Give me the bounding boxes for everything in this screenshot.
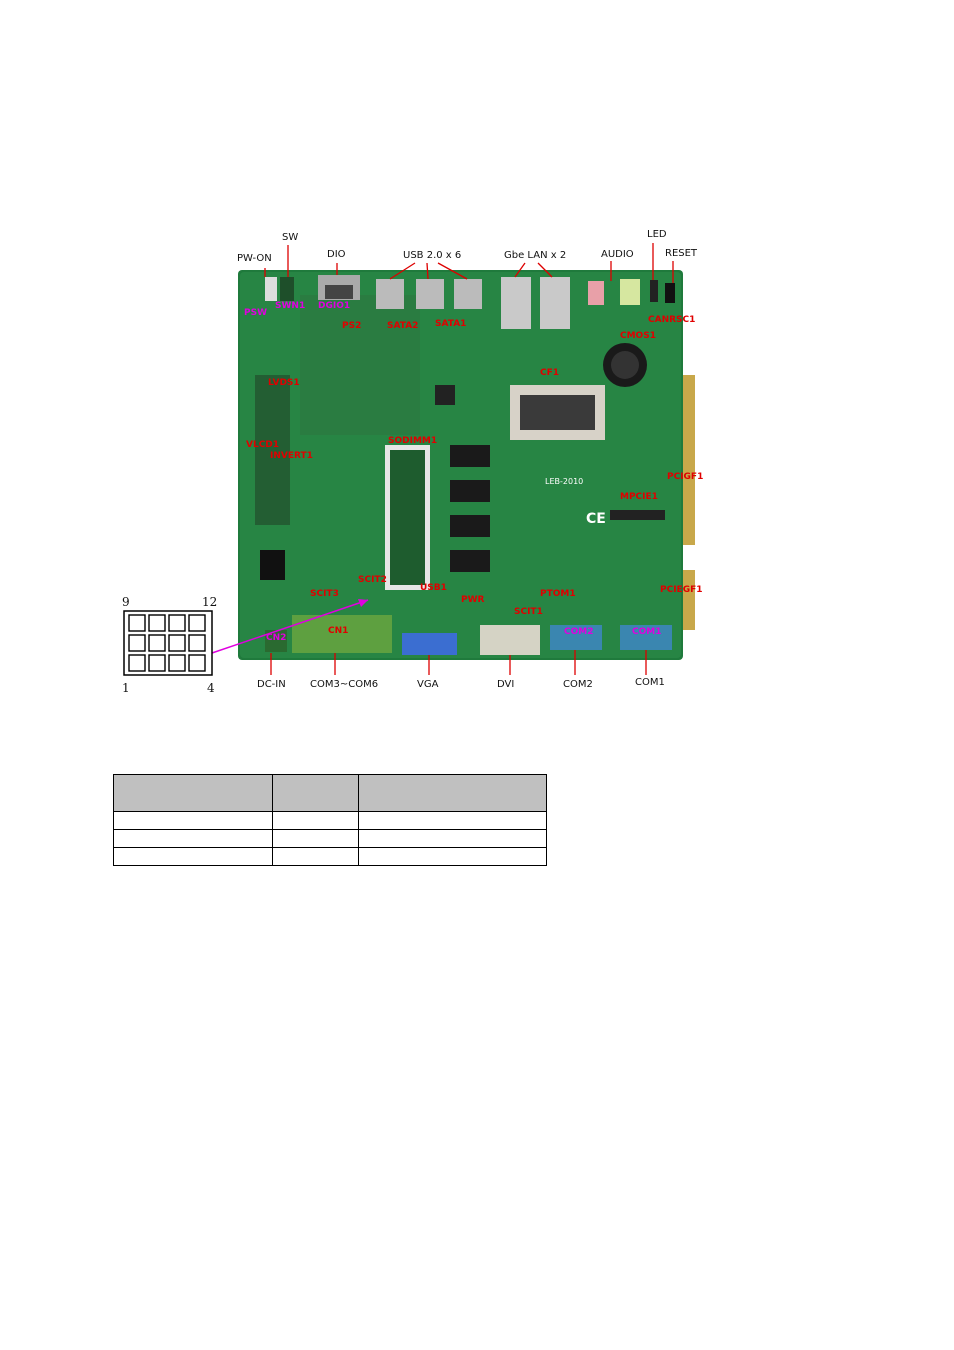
pin-number-4: 4 [207, 681, 215, 695]
label-board-model: LEB-2010 [545, 477, 584, 486]
table-cell [113, 811, 273, 830]
label-ptom1: PTOM1 [540, 589, 576, 599]
label-sata2: SATA2 [387, 321, 419, 331]
label-com1-board: COM1 [632, 627, 662, 637]
usb-port-2 [416, 279, 444, 309]
label-dio: DIO [327, 249, 346, 260]
dc-in-connector [265, 630, 287, 652]
pw-on-button [265, 277, 277, 301]
table-cell [113, 847, 273, 866]
label-swn1: SWN1 [275, 301, 306, 311]
table-cell [272, 829, 359, 848]
label-canrsc1: CANRSC1 [648, 315, 696, 325]
label-lvds1: LVDS1 [268, 378, 300, 388]
label-scit2: SCIT2 [358, 575, 387, 585]
label-com1: COM1 [635, 677, 665, 688]
lan-port-1 [501, 277, 531, 329]
label-psw: PSW [244, 308, 268, 318]
pin-number-12: 12 [202, 595, 218, 609]
label-scit1: SCIT1 [514, 607, 543, 617]
table-cell [113, 829, 273, 848]
led-connector [650, 280, 658, 302]
label-pwr: PWR [461, 595, 485, 605]
reset-connector [665, 283, 675, 303]
table-cell [358, 847, 547, 866]
audio-green-jack [620, 279, 640, 305]
label-scit3: SCIT3 [310, 589, 339, 599]
label-mpcie1: MPCIE1 [620, 492, 658, 502]
label-com2-board: COM2 [564, 627, 594, 637]
table-row [113, 811, 547, 830]
com2-connector [550, 625, 602, 650]
usb-port-3 [454, 279, 482, 309]
table-cell [358, 811, 547, 830]
pci-edge [683, 375, 695, 545]
label-audio: AUDIO [601, 249, 634, 260]
label-sw: SW [282, 232, 299, 243]
motherboard-diagram [123, 243, 695, 676]
pin-assignment-table [113, 774, 547, 866]
label-pw-on: PW-ON [237, 253, 272, 264]
label-dvi: DVI [497, 679, 515, 690]
table-header-cell [113, 774, 273, 812]
label-cn1: CN1 [328, 626, 349, 636]
label-led: LED [647, 229, 667, 240]
label-sodimm1: SODIMM1 [388, 436, 438, 446]
label-sata1: SATA1 [435, 319, 467, 329]
left-components [255, 375, 290, 525]
ce-mark: CE [586, 511, 606, 527]
label-invert1: INVERT1 [270, 451, 313, 461]
motherboard-figure: PW-ON SW DIO USB 2.0 x 6 Gbe LAN x 2 AUD… [120, 215, 715, 703]
label-usb1: USB1 [420, 583, 447, 593]
table-cell [272, 811, 359, 830]
label-dc-in: DC-IN [257, 679, 286, 690]
pin-number-9: 9 [122, 595, 130, 609]
label-vlcd1: VLCD1 [246, 440, 280, 450]
label-com3-com6: COM3~COM6 [310, 679, 379, 690]
label-pcigf1: PCIGF1 [667, 472, 704, 482]
lan-port-2 [540, 277, 570, 329]
table-header-row [113, 774, 547, 812]
label-usb: USB 2.0 x 6 [403, 250, 462, 261]
cn1-connector [292, 615, 392, 653]
label-com2: COM2 [563, 679, 593, 690]
table-cell [358, 829, 547, 848]
label-ps2: PS2 [342, 321, 362, 331]
audio-pink-jack [588, 281, 604, 305]
cn2-pointer-arrow [211, 599, 369, 654]
pin-number-1: 1 [122, 681, 130, 695]
table-cell [272, 847, 359, 866]
label-vga: VGA [417, 679, 439, 690]
vga-connector [402, 633, 457, 655]
label-lan: Gbe LAN x 2 [504, 250, 567, 261]
usb-port-1 [376, 279, 404, 309]
com1-connector [620, 625, 672, 650]
label-dgio1: DGIO1 [318, 301, 351, 311]
table-row [113, 829, 547, 848]
label-cn2: CN2 [266, 633, 287, 643]
label-pciegf1: PCIEGF1 [660, 585, 703, 595]
sw-connector [280, 277, 294, 301]
table-header-cell [272, 774, 359, 812]
label-reset: RESET [665, 248, 698, 259]
cn2-pin-grid [123, 610, 213, 676]
dvi-connector [480, 625, 540, 655]
label-cf1: CF1 [540, 368, 560, 378]
table-row [113, 847, 547, 866]
table-header-cell [358, 774, 547, 812]
label-cmos1: CMOS1 [620, 331, 656, 341]
